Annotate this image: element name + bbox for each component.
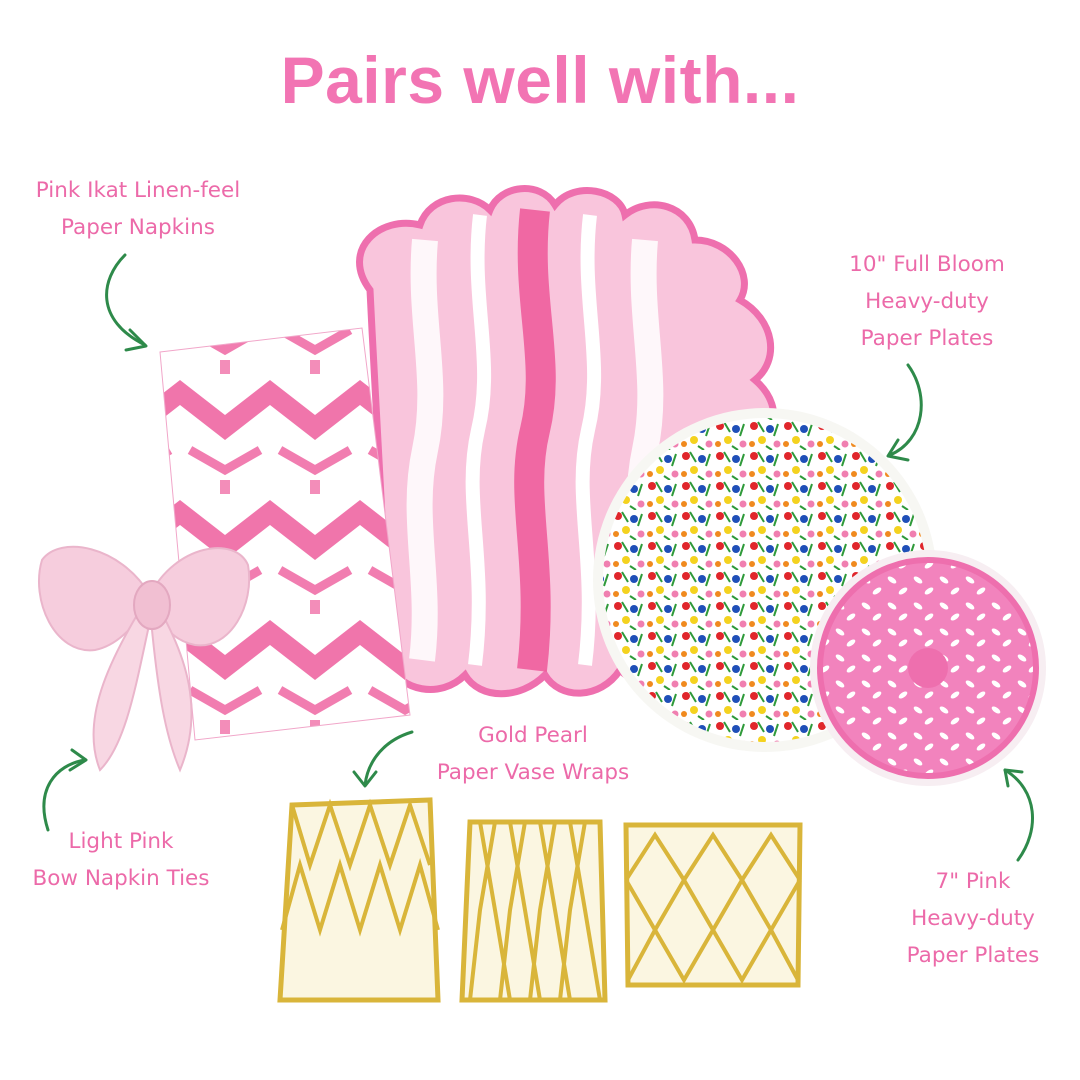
bow-ties-label-line1: Light Pink [68,829,174,854]
napkins-label-line1: Pink Ikat Linen-feel [35,178,241,203]
pink-plates-label-line3: Paper Plates [906,943,1040,968]
bow-ties-label-line2: Bow Napkin Ties [32,866,210,891]
arrow-to-bow-icon [42,748,88,832]
vase-wraps-image [277,797,803,1003]
full-bloom-label-line1: 10" Full Bloom [849,252,1005,277]
bow-ties-label: Light Pink Bow Napkin Ties [0,823,242,897]
arrow-to-full-bloom-icon [886,363,923,462]
pink-plates-label-line1: 7" Pink [935,869,1011,894]
full-bloom-label-line3: Paper Plates [860,326,994,351]
pink-bow-image [37,545,251,773]
arrow-to-vase-wraps-icon [352,730,414,788]
full-bloom-plates-label: 10" Full Bloom Heavy-duty Paper Plates [812,246,1042,357]
napkins-label-line2: Paper Napkins [61,215,215,240]
arrow-to-pink-plate-icon [1003,768,1034,862]
vase-wraps-label-line2: Paper Vase Wraps [436,760,630,785]
pink-plates-label: 7" Pink Heavy-duty Paper Plates [858,863,1080,974]
arrow-to-napkins-icon [105,253,148,352]
page-title: Pairs well with... [280,43,800,117]
napkins-label: Pink Ikat Linen-feel Paper Napkins [8,172,268,246]
pink-plate-image [810,550,1046,786]
vase-wraps-label: Gold Pearl Paper Vase Wraps [398,717,668,791]
full-bloom-label-line2: Heavy-duty [865,289,989,314]
pink-plates-label-line2: Heavy-duty [911,906,1035,931]
vase-wraps-label-line1: Gold Pearl [478,723,588,748]
